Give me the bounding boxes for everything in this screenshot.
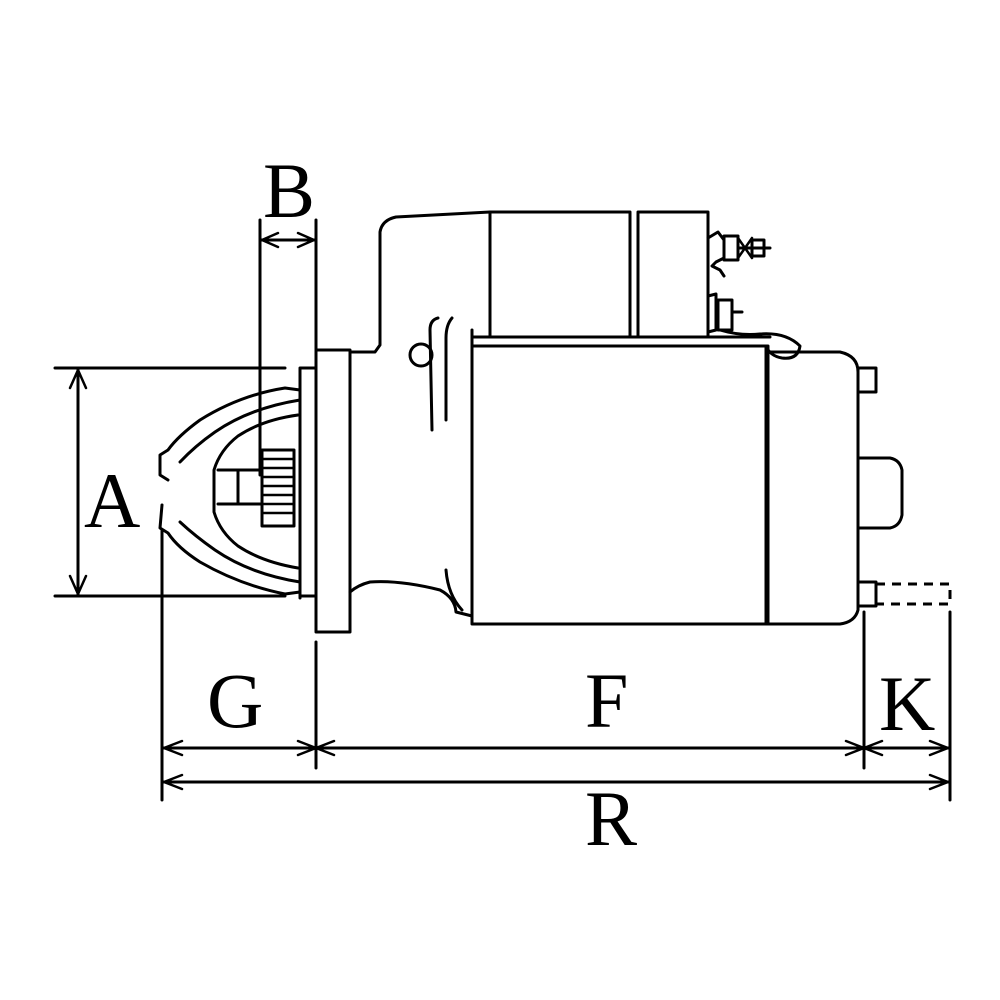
drive-end-bracket [348, 210, 492, 618]
bolt-extension [876, 582, 952, 606]
dimension-lines [53, 218, 952, 802]
label-f: F [585, 657, 628, 744]
dimension-r [162, 773, 950, 791]
solenoid [470, 210, 772, 339]
nose-housing [158, 383, 302, 600]
label-a: A [84, 457, 140, 544]
mounting-flange [298, 348, 352, 634]
dimension-gfk [160, 528, 952, 802]
label-r: R [585, 775, 637, 862]
pinion-gear [216, 448, 296, 528]
label-k: K [879, 660, 935, 747]
label-b: B [263, 147, 315, 234]
dimension-b [258, 218, 318, 477]
motor-yoke [470, 344, 770, 626]
dimension-a [53, 366, 287, 598]
solenoid-terminals [706, 230, 802, 360]
dimension-labels: A B G F K R [84, 147, 935, 862]
label-g: G [207, 657, 263, 744]
end-cover [766, 350, 904, 626]
starter-motor-drawing [158, 210, 952, 634]
